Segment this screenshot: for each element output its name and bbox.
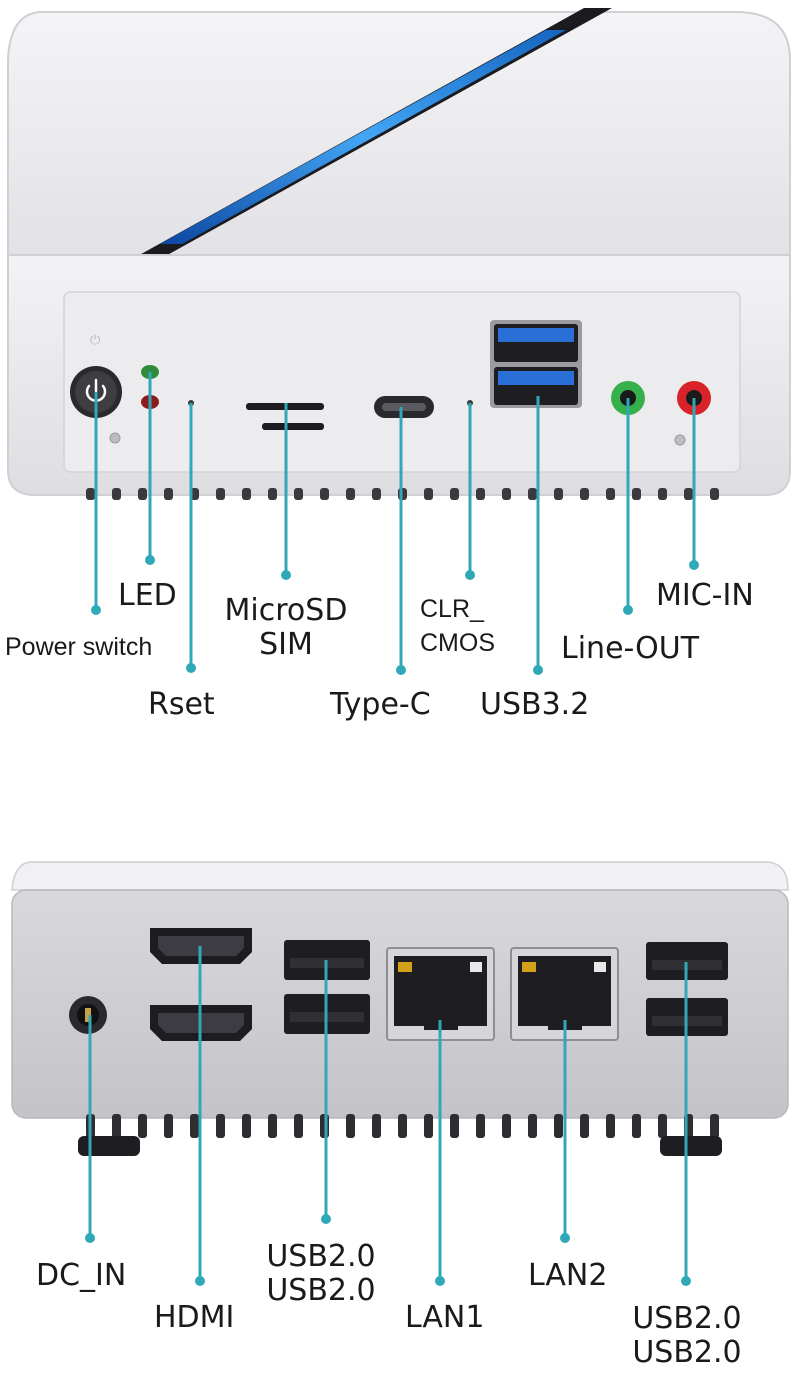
microsd-label: MicroSD (224, 593, 348, 628)
usb32-label: USB3.2 (480, 687, 590, 722)
hdmi-label: HDMI (154, 1300, 235, 1335)
front-vents (86, 488, 719, 500)
usb32-ports (490, 320, 582, 408)
clr-cmos-label: CLR_ CMOS (420, 592, 522, 660)
lan1-port (386, 947, 495, 1041)
usb-right-label: USB2.0 USB2.0 (624, 1302, 750, 1370)
rear-callouts (85, 946, 691, 1286)
usb-mid-label: USB2.0 USB2.0 (258, 1240, 384, 1308)
screw (674, 434, 686, 446)
dc-in-label: DC_IN (36, 1258, 127, 1293)
usb-right-label-1: USB2.0 (632, 1301, 742, 1336)
rubber-foot (78, 1136, 140, 1156)
sim-slot (262, 423, 324, 430)
power-switch-label: Power switch (5, 633, 153, 661)
usb-right-label-2: USB2.0 (632, 1335, 742, 1370)
front-callouts (91, 372, 699, 675)
lan2-label: LAN2 (528, 1258, 608, 1293)
led-label: LED (118, 578, 177, 613)
rear-top-edge (11, 861, 789, 891)
lan1-label: LAN1 (405, 1300, 485, 1335)
sim-label: SIM (259, 627, 313, 662)
rear-device (11, 861, 789, 1286)
microsd-sim-label: MicroSD SIM (218, 594, 354, 662)
light-strip-glow (160, 30, 566, 244)
power-symbol-print: ⏻ (90, 333, 100, 348)
usb-mid-label-2: USB2.0 (266, 1273, 376, 1308)
screw (109, 432, 121, 444)
mic-in-label: MIC-IN (656, 578, 754, 613)
front-device: ⏻ (7, 8, 791, 675)
clr-line2: CMOS (420, 629, 495, 657)
device-top-surface (7, 11, 791, 256)
rubber-foot (660, 1136, 722, 1156)
rset-label: Rset (148, 687, 215, 722)
clr-line1: CLR_ (420, 595, 484, 623)
power-button (70, 366, 122, 418)
usb-mid-label-1: USB2.0 (266, 1239, 376, 1274)
rear-vents (86, 1114, 719, 1138)
line-out-label: Line-OUT (561, 631, 700, 666)
type-c-label: Type-C (330, 687, 431, 722)
